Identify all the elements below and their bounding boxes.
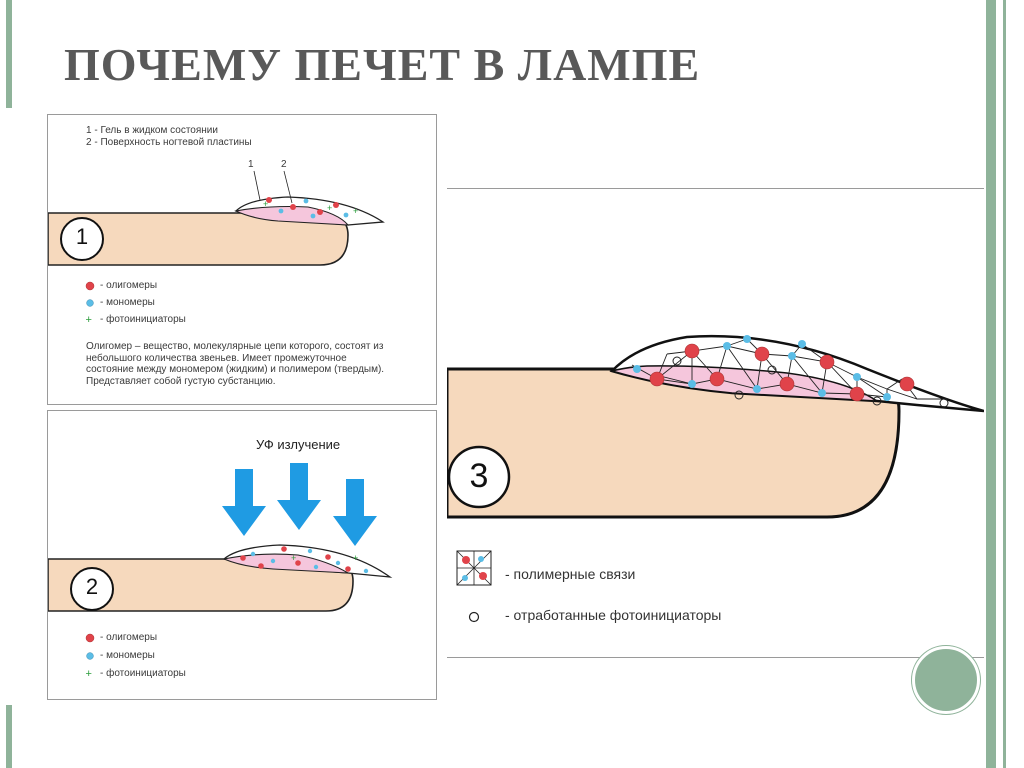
legend-polymer-bonds: - полимерные связи	[505, 566, 636, 582]
svg-text:+: +	[353, 206, 358, 216]
diagram-panel-3: 3 - полимерные связи - отработанные фото…	[447, 188, 984, 658]
right-accent-bar-thin	[1003, 0, 1006, 768]
svg-text:+: +	[86, 314, 92, 326]
nail-gel-liquid-illustration: + + + +	[48, 170, 385, 326]
slide-title: ПОЧЕМУ ПЕЧЕТ В ЛАМПЕ	[64, 39, 701, 90]
polymer-bond-icon	[456, 550, 492, 586]
svg-text:+: +	[327, 203, 332, 213]
callout-label-1: 1	[248, 159, 254, 170]
legend-photoinitiators: - фотоинициаторы	[100, 314, 186, 325]
nail-uv-illustration: + + +	[48, 463, 393, 680]
right-accent-bar	[986, 0, 996, 768]
legend-oligomers: - олигомеры	[100, 280, 158, 291]
legend-photoinitiators: - фотоинициаторы	[100, 668, 186, 679]
left-accent-bar-bottom	[6, 705, 12, 768]
uv-radiation-label: УФ излучение	[256, 437, 341, 452]
svg-text:+: +	[291, 553, 296, 563]
oligomer-description: Олигомер – вещество, молекулярные цепи к…	[86, 341, 385, 387]
svg-text:+: +	[353, 553, 358, 563]
step-number-1: 1	[75, 224, 89, 249]
svg-text:+: +	[263, 199, 268, 209]
legend-oligomers: - олигомеры	[100, 632, 158, 643]
legend-spent-photoinitiators: - отработанные фотоинициаторы	[505, 607, 722, 623]
uv-arrow-icon	[222, 463, 377, 546]
nail-polymerized-illustration	[447, 334, 984, 623]
legend-monomers: - мономеры	[100, 650, 155, 661]
diagram-panel-2: + + + УФ излучение 2 - олигомеры - моном…	[47, 410, 437, 700]
spent-photoinitiator-icon	[468, 611, 480, 623]
decorative-circle	[912, 646, 980, 714]
step-number-3: 3	[469, 457, 489, 495]
svg-text:+: +	[86, 668, 92, 680]
caption-liquid-gel: 1 - Гель в жидком состоянии	[86, 125, 218, 136]
legend-monomers: - мономеры	[100, 297, 155, 308]
callout-label-2: 2	[281, 159, 287, 170]
caption-nail-surface: 2 - Поверхность ногтевой пластины	[86, 137, 252, 148]
diagram-panel-1: + + + + 1 - Гель в жидком состоянии 2 - …	[47, 114, 437, 405]
step-number-2: 2	[85, 574, 99, 599]
left-accent-bar-top	[6, 0, 12, 108]
